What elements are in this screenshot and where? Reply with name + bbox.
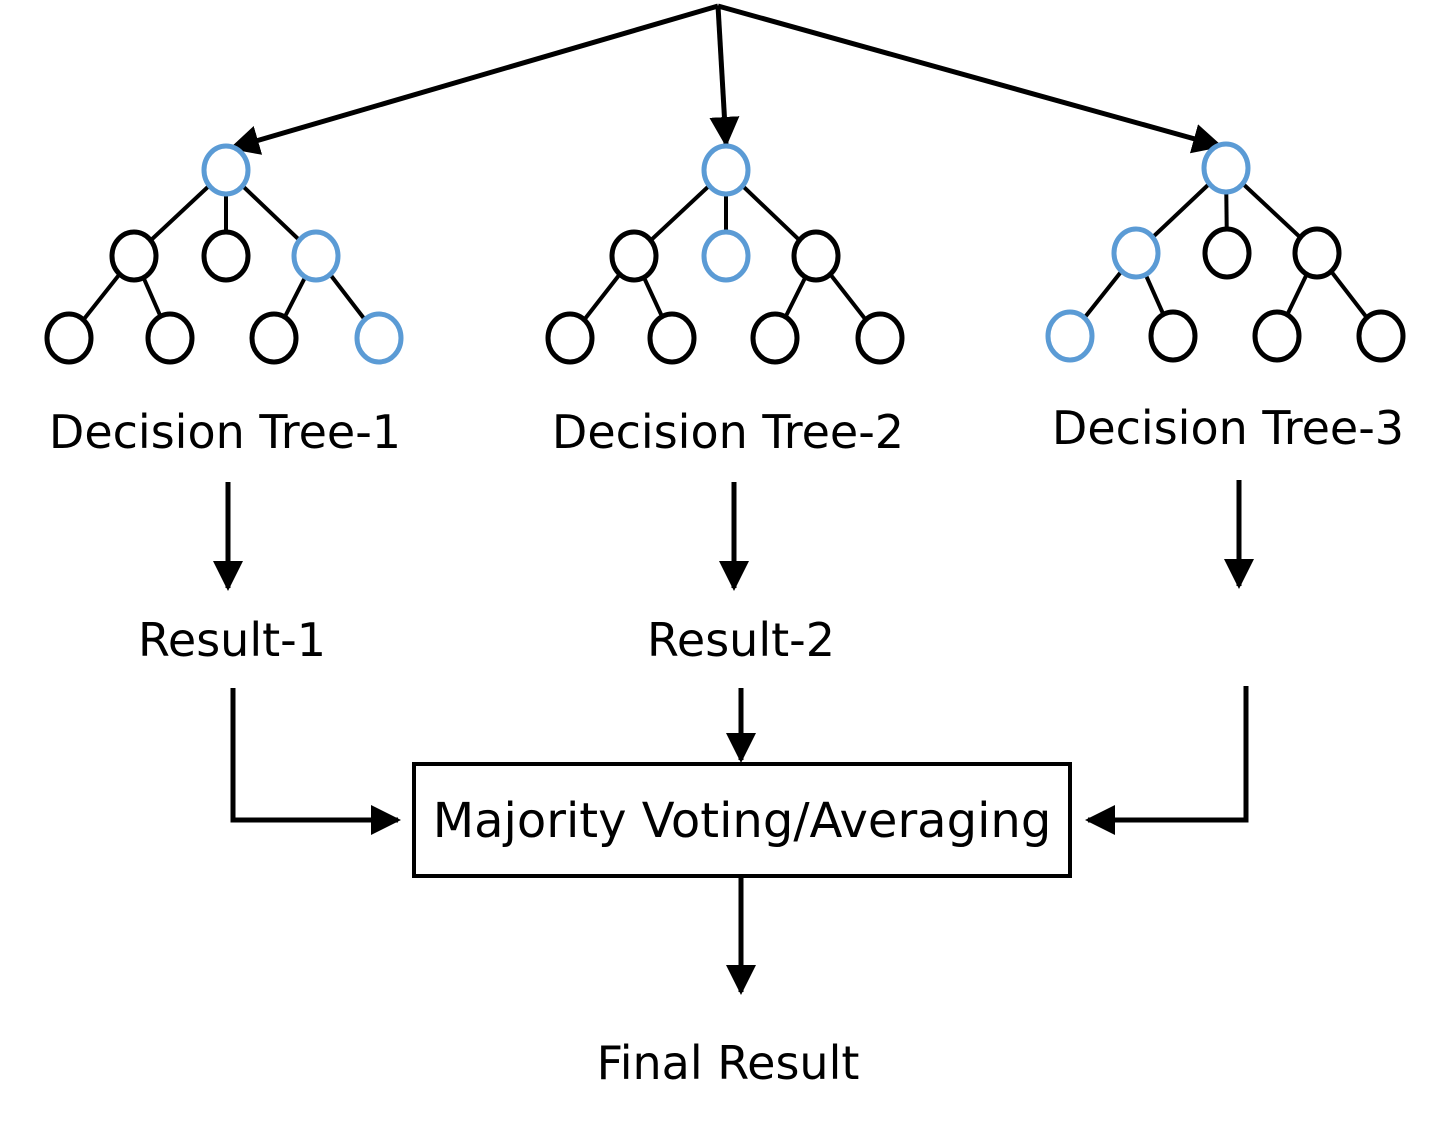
result-2-label: Result-2 bbox=[647, 613, 835, 667]
tree-leaf-node bbox=[545, 311, 595, 365]
tree-node bbox=[201, 229, 251, 283]
tree-leaf-node bbox=[750, 311, 800, 365]
input-arrows bbox=[229, 3, 1223, 155]
result-1-to-aggregator-arrow bbox=[230, 688, 401, 835]
aggregator-box bbox=[412, 762, 1072, 878]
tree-leaf-node bbox=[145, 311, 195, 365]
tree-leaf-node bbox=[44, 311, 94, 365]
tree-label-3: Decision Tree-3 bbox=[1052, 401, 1404, 455]
tree-leaf-node bbox=[855, 311, 905, 365]
tree-node bbox=[701, 229, 751, 283]
result-1-label: Result-1 bbox=[138, 613, 326, 667]
tree-node bbox=[609, 229, 659, 283]
tree-leaf-node bbox=[647, 311, 697, 365]
arrow-to-tree-3 bbox=[717, 3, 1223, 154]
tree-node bbox=[1202, 226, 1252, 280]
aggregator-label: Majority Voting/Averaging bbox=[433, 793, 1052, 849]
tree-root-node bbox=[1201, 141, 1251, 195]
final-result-label: Final Result bbox=[597, 1036, 860, 1090]
tree-node bbox=[791, 229, 841, 283]
decision-tree-3 bbox=[1045, 141, 1406, 363]
tree-leaf-node bbox=[1148, 309, 1198, 363]
tree-node bbox=[291, 229, 341, 283]
tree-leaf-node bbox=[249, 311, 299, 365]
tree-root-node bbox=[201, 143, 251, 197]
result-3-to-aggregator-arrow bbox=[1085, 686, 1249, 835]
tree-label-2: Decision Tree-2 bbox=[552, 405, 904, 459]
decision-tree-1 bbox=[44, 143, 404, 365]
tree-node bbox=[1292, 226, 1342, 280]
tree-root-node bbox=[701, 143, 751, 197]
arrow-to-tree-2 bbox=[709, 5, 740, 147]
tree-leaf-node bbox=[1252, 309, 1302, 363]
tree-node bbox=[1111, 226, 1161, 280]
tree-leaf-node bbox=[1045, 309, 1095, 363]
arrow-to-tree-1 bbox=[229, 3, 719, 155]
tree-leaf-node bbox=[1356, 309, 1406, 363]
decision-tree-2 bbox=[545, 143, 905, 365]
tree-label-1: Decision Tree-1 bbox=[49, 405, 401, 459]
tree-node bbox=[109, 229, 159, 283]
tree-leaf-node bbox=[354, 311, 404, 365]
